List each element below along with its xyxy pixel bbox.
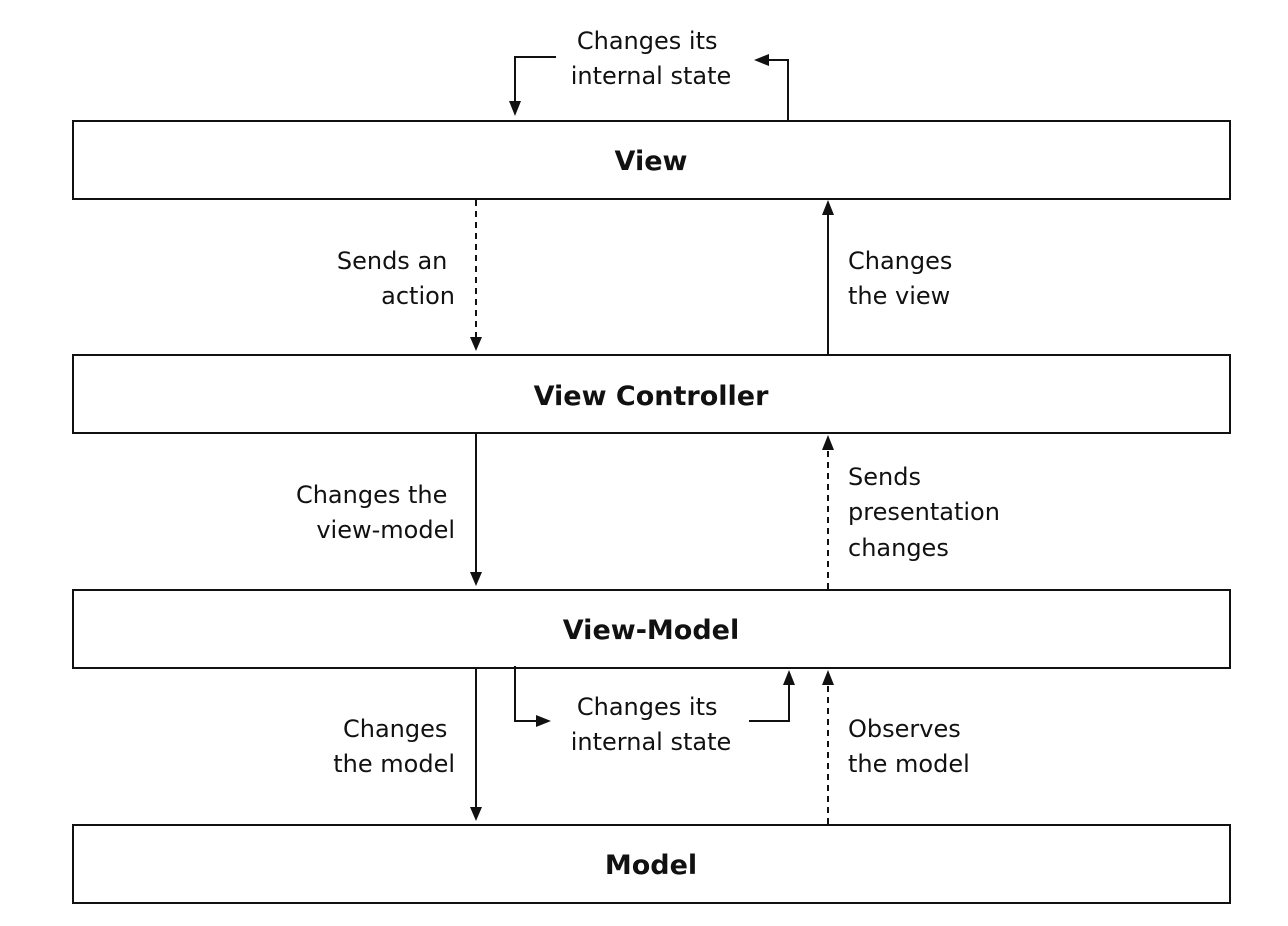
- edge-viewmodel-self-label: Changes its internal state: [571, 693, 732, 756]
- edge-controller-to-view: Changes the view: [822, 200, 960, 354]
- edge-viewmodel-to-model-label: Changes the model: [333, 715, 455, 778]
- edge-model-to-viewmodel: Observes the model: [822, 670, 970, 824]
- edge-view-self: Changes its internal state: [509, 27, 789, 121]
- view-model-box[interactable]: View-Model: [72, 589, 1231, 669]
- edge-viewmodel-to-controller-label: Sends presentation changes: [848, 463, 1008, 562]
- view-box[interactable]: View: [72, 120, 1231, 200]
- edge-viewmodel-self: Changes its internal state: [514, 666, 795, 756]
- edge-view-to-controller: Sends an action: [337, 200, 482, 351]
- edge-model-to-viewmodel-label: Observes the model: [848, 715, 970, 778]
- edge-view-self-label: Changes its internal state: [571, 27, 732, 90]
- view-controller-box-label: View Controller: [534, 381, 770, 412]
- edge-view-to-controller-label: Sends an action: [337, 247, 455, 310]
- view-controller-box[interactable]: View Controller: [72, 354, 1231, 434]
- view-box-label: View: [615, 146, 688, 177]
- view-model-box-label: View-Model: [563, 615, 739, 646]
- edge-controller-to-viewmodel-label: Changes the view-model: [296, 481, 455, 544]
- edge-controller-to-viewmodel: Changes the view-model: [296, 434, 482, 586]
- model-box-label: Model: [605, 850, 697, 881]
- model-box[interactable]: Model: [72, 824, 1231, 904]
- edge-controller-to-view-label: Changes the view: [848, 247, 960, 310]
- edge-viewmodel-to-model: Changes the model: [333, 669, 482, 821]
- edge-viewmodel-to-controller: Sends presentation changes: [822, 435, 1008, 589]
